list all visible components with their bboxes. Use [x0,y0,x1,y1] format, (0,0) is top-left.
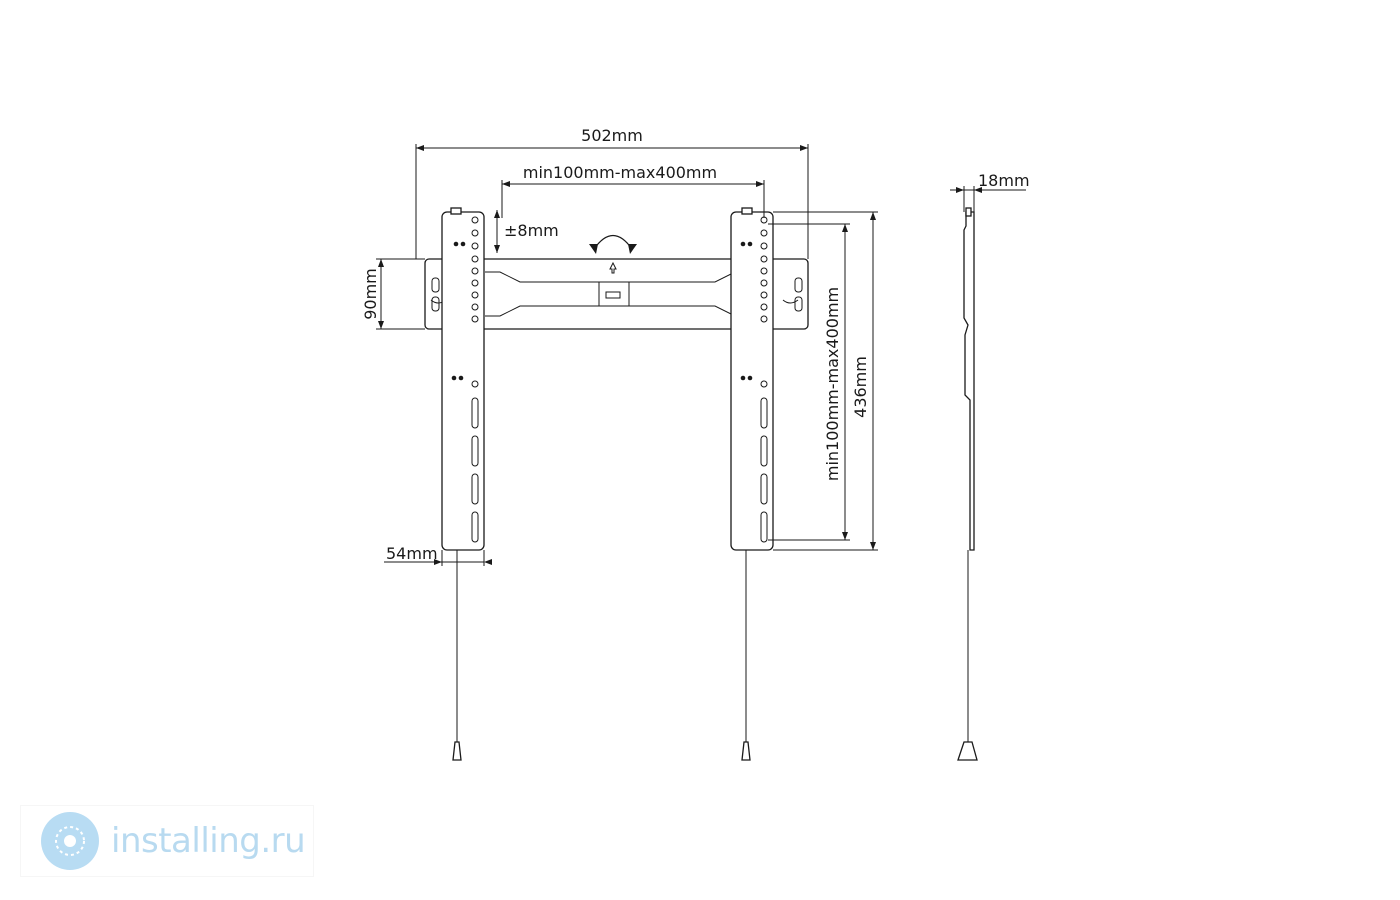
dim-arm-width-label: 54mm [386,544,438,563]
dim-vesa-vertical-label: min100mm-max400mm [823,287,842,481]
left-arm [441,207,485,761]
dim-tilt-adjust-label: ±8mm [504,221,559,240]
wall-hook-right [782,299,799,304]
wall-slot-left-1 [431,277,440,293]
right-cord-handle [741,741,751,761]
left-cord-handle [452,741,462,761]
dim-tilt-adjust: ±8mm [494,210,559,253]
dim-overall-width: 502mm [415,126,809,259]
wall-slot-left-2 [431,296,440,312]
wall-plate [424,258,809,330]
side-profile [963,211,975,551]
wall-slot-right-2 [794,296,803,312]
left-arm-tab [450,207,462,215]
wall-slot-right-1 [794,277,803,293]
dim-overall-width-label: 502mm [581,126,643,145]
watermark-text: installing.ru [111,821,306,861]
right-arm-tab [741,207,753,215]
side-view: 18mm [950,171,1030,761]
dim-wall-plate-height: 90mm [361,258,425,330]
tilt-arrow-icon [589,234,637,254]
dim-wall-plate-height-label: 90mm [361,268,380,320]
side-tab [965,207,972,217]
dim-vesa-horizontal-label: min100mm-max400mm [523,163,717,182]
center-slot [605,291,621,299]
dim-arm-width: 54mm [384,544,492,566]
watermark: installing.ru [20,805,314,877]
side-cord-handle [957,741,978,761]
right-arm [730,207,774,761]
watermark-logo-icon [41,812,99,870]
dim-arm-height: 436mm [773,211,878,551]
dim-arm-height-label: 436mm [851,356,870,418]
dim-depth-label: 18mm [978,171,1030,190]
dim-vesa-vertical: min100mm-max400mm [768,223,850,541]
up-arrow-icon [609,261,617,274]
dim-vesa-horizontal: min100mm-max400mm [501,163,765,218]
